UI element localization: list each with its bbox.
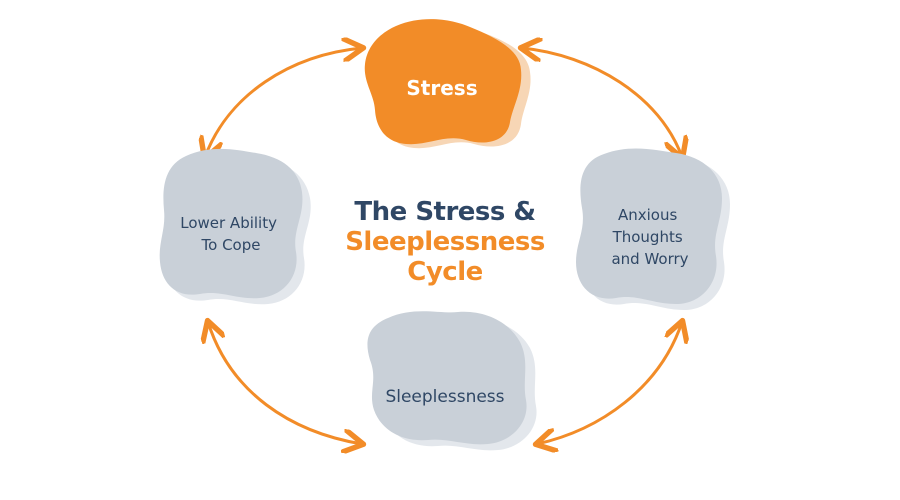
- lower-ability-blob: [159, 148, 303, 299]
- sleeplessness-blob: [367, 311, 527, 445]
- node-anxious: Anxious Thoughts and Worry: [576, 148, 730, 310]
- node-sleeplessness: Sleeplessness: [367, 311, 537, 451]
- title-line-1: The Stress &: [354, 197, 535, 227]
- anxious-label: Anxious Thoughts and Worry: [611, 206, 688, 268]
- anxious-line-3: and Worry: [611, 250, 688, 268]
- lower-ability-line-2: To Cope: [201, 236, 261, 254]
- arrow-stress-anxious: [522, 48, 682, 157]
- sleeplessness-label: Sleeplessness: [385, 387, 504, 407]
- diagram-title: The Stress & Sleeplessness Cycle: [345, 197, 545, 287]
- node-stress: Stress: [364, 19, 531, 149]
- arrow-lower-ability-stress: [205, 48, 362, 157]
- title-line-3: Cycle: [407, 257, 483, 287]
- title-line-2: Sleeplessness: [345, 227, 545, 257]
- stress-blob: [364, 19, 522, 145]
- node-lower-ability: Lower Ability To Cope: [159, 148, 311, 305]
- stress-label: Stress: [406, 76, 477, 100]
- lower-ability-label: Lower Ability To Cope: [180, 214, 282, 254]
- anxious-line-2: Thoughts: [612, 228, 683, 246]
- anxious-line-1: Anxious: [618, 206, 677, 224]
- lower-ability-line-1: Lower Ability: [180, 214, 277, 232]
- arrow-sleeplessness-lower-ability: [208, 322, 362, 444]
- arrow-anxious-sleeplessness: [537, 322, 682, 444]
- anxious-blob: [576, 148, 722, 304]
